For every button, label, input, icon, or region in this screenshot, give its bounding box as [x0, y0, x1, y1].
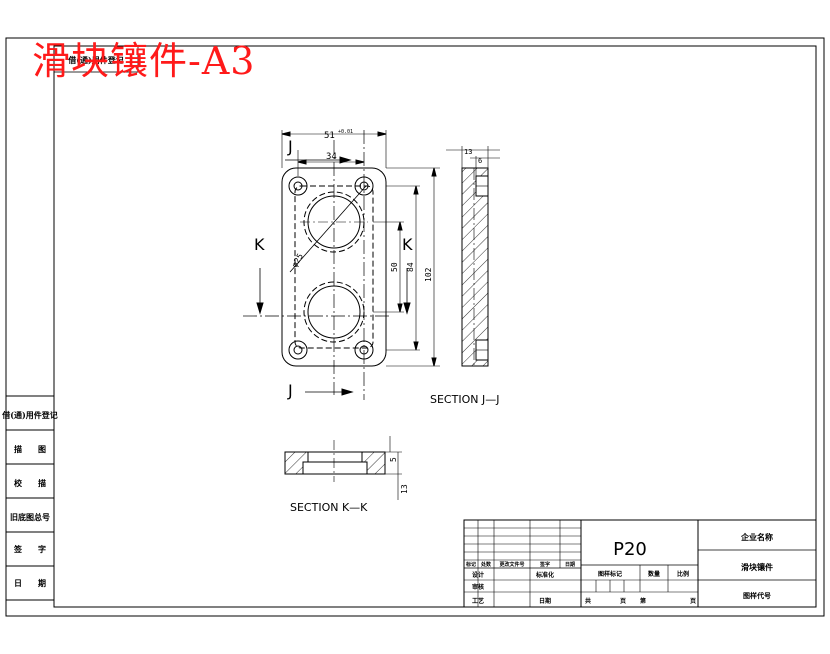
row-check: 审核 — [472, 583, 484, 591]
caption-section-jj: SECTION J—J — [430, 393, 499, 406]
dim-overall-height: 102 — [424, 267, 433, 282]
dim-inner-height: 84 — [406, 262, 415, 272]
section-jj-view — [446, 146, 500, 367]
dim-kk-thickness: 13 — [400, 484, 409, 494]
title-part-code: P20 — [613, 539, 647, 560]
rev-header-mark: 标记 — [465, 561, 476, 568]
dim-kk-depth: 5 — [389, 457, 398, 462]
rev-header-sign: 签字 — [539, 561, 550, 568]
sheet-total-unit: 页 — [620, 597, 626, 605]
label-j-bottom: J — [287, 381, 293, 400]
label-k-left: K — [254, 235, 265, 254]
dim-top-width: 51 — [324, 131, 335, 141]
label-k-right: K — [402, 235, 413, 254]
stage-header-qty: 数量 — [648, 570, 660, 578]
sheet-no-unit: 页 — [690, 597, 696, 605]
section-kk-view — [284, 436, 402, 500]
left-registration-column: 借(通)用件登记 描 图 校 描 旧底图总号 签 字 日 期 — [1, 395, 58, 601]
inner-frame — [53, 45, 817, 608]
row-craft: 工艺 — [472, 597, 484, 605]
row-design: 设计 — [472, 571, 484, 579]
left-col-item-4: 旧底图总号 — [10, 512, 50, 522]
dim-inner-width: 34 — [326, 152, 337, 162]
label-j-top: J — [287, 137, 293, 156]
title-company: 企业名称 — [740, 532, 773, 542]
title-part-name: 滑块镶件 — [741, 562, 773, 572]
sheet-title: 滑块镶件-A3 — [32, 39, 256, 83]
row-craft-date: 日期 — [539, 597, 551, 605]
left-col-item-5: 签 字 — [13, 544, 46, 554]
left-col-item-2: 描 图 — [14, 444, 46, 454]
outer-frame — [5, 37, 825, 617]
top-stamp-text: 借(通)用件登记 — [67, 55, 124, 65]
dim-side-thickness: 13 — [464, 148, 472, 156]
caption-section-kk: SECTION K—K — [290, 501, 368, 514]
stage-header-mark: 图样标记 — [598, 570, 622, 578]
left-col-item-6: 日 期 — [14, 578, 46, 588]
top-stamp-box — [53, 45, 139, 73]
dim-top-width-tol: +0.01 — [338, 129, 353, 135]
stage-header-scale: 比例 — [677, 570, 689, 578]
row-standard: 标准化 — [535, 571, 554, 579]
rev-header-date: 日期 — [565, 561, 575, 568]
plan-view — [243, 130, 440, 400]
rev-header-doc: 更改文件号 — [499, 561, 524, 568]
sheet-no-label: 第 — [639, 597, 646, 605]
left-col-item-3: 校 描 — [14, 478, 46, 488]
rev-header-count: 处数 — [480, 561, 492, 568]
title-drawing-code: 图样代号 — [743, 591, 771, 600]
sheet-total-label: 共 — [585, 597, 591, 605]
title-block — [463, 519, 817, 608]
dim-side-small: 6 — [478, 157, 482, 165]
dim-diameter: φ25 — [290, 252, 305, 269]
dim-hole-pitch: 50 — [390, 262, 399, 272]
left-col-item-1: 借(通)用件登记 — [1, 410, 58, 420]
